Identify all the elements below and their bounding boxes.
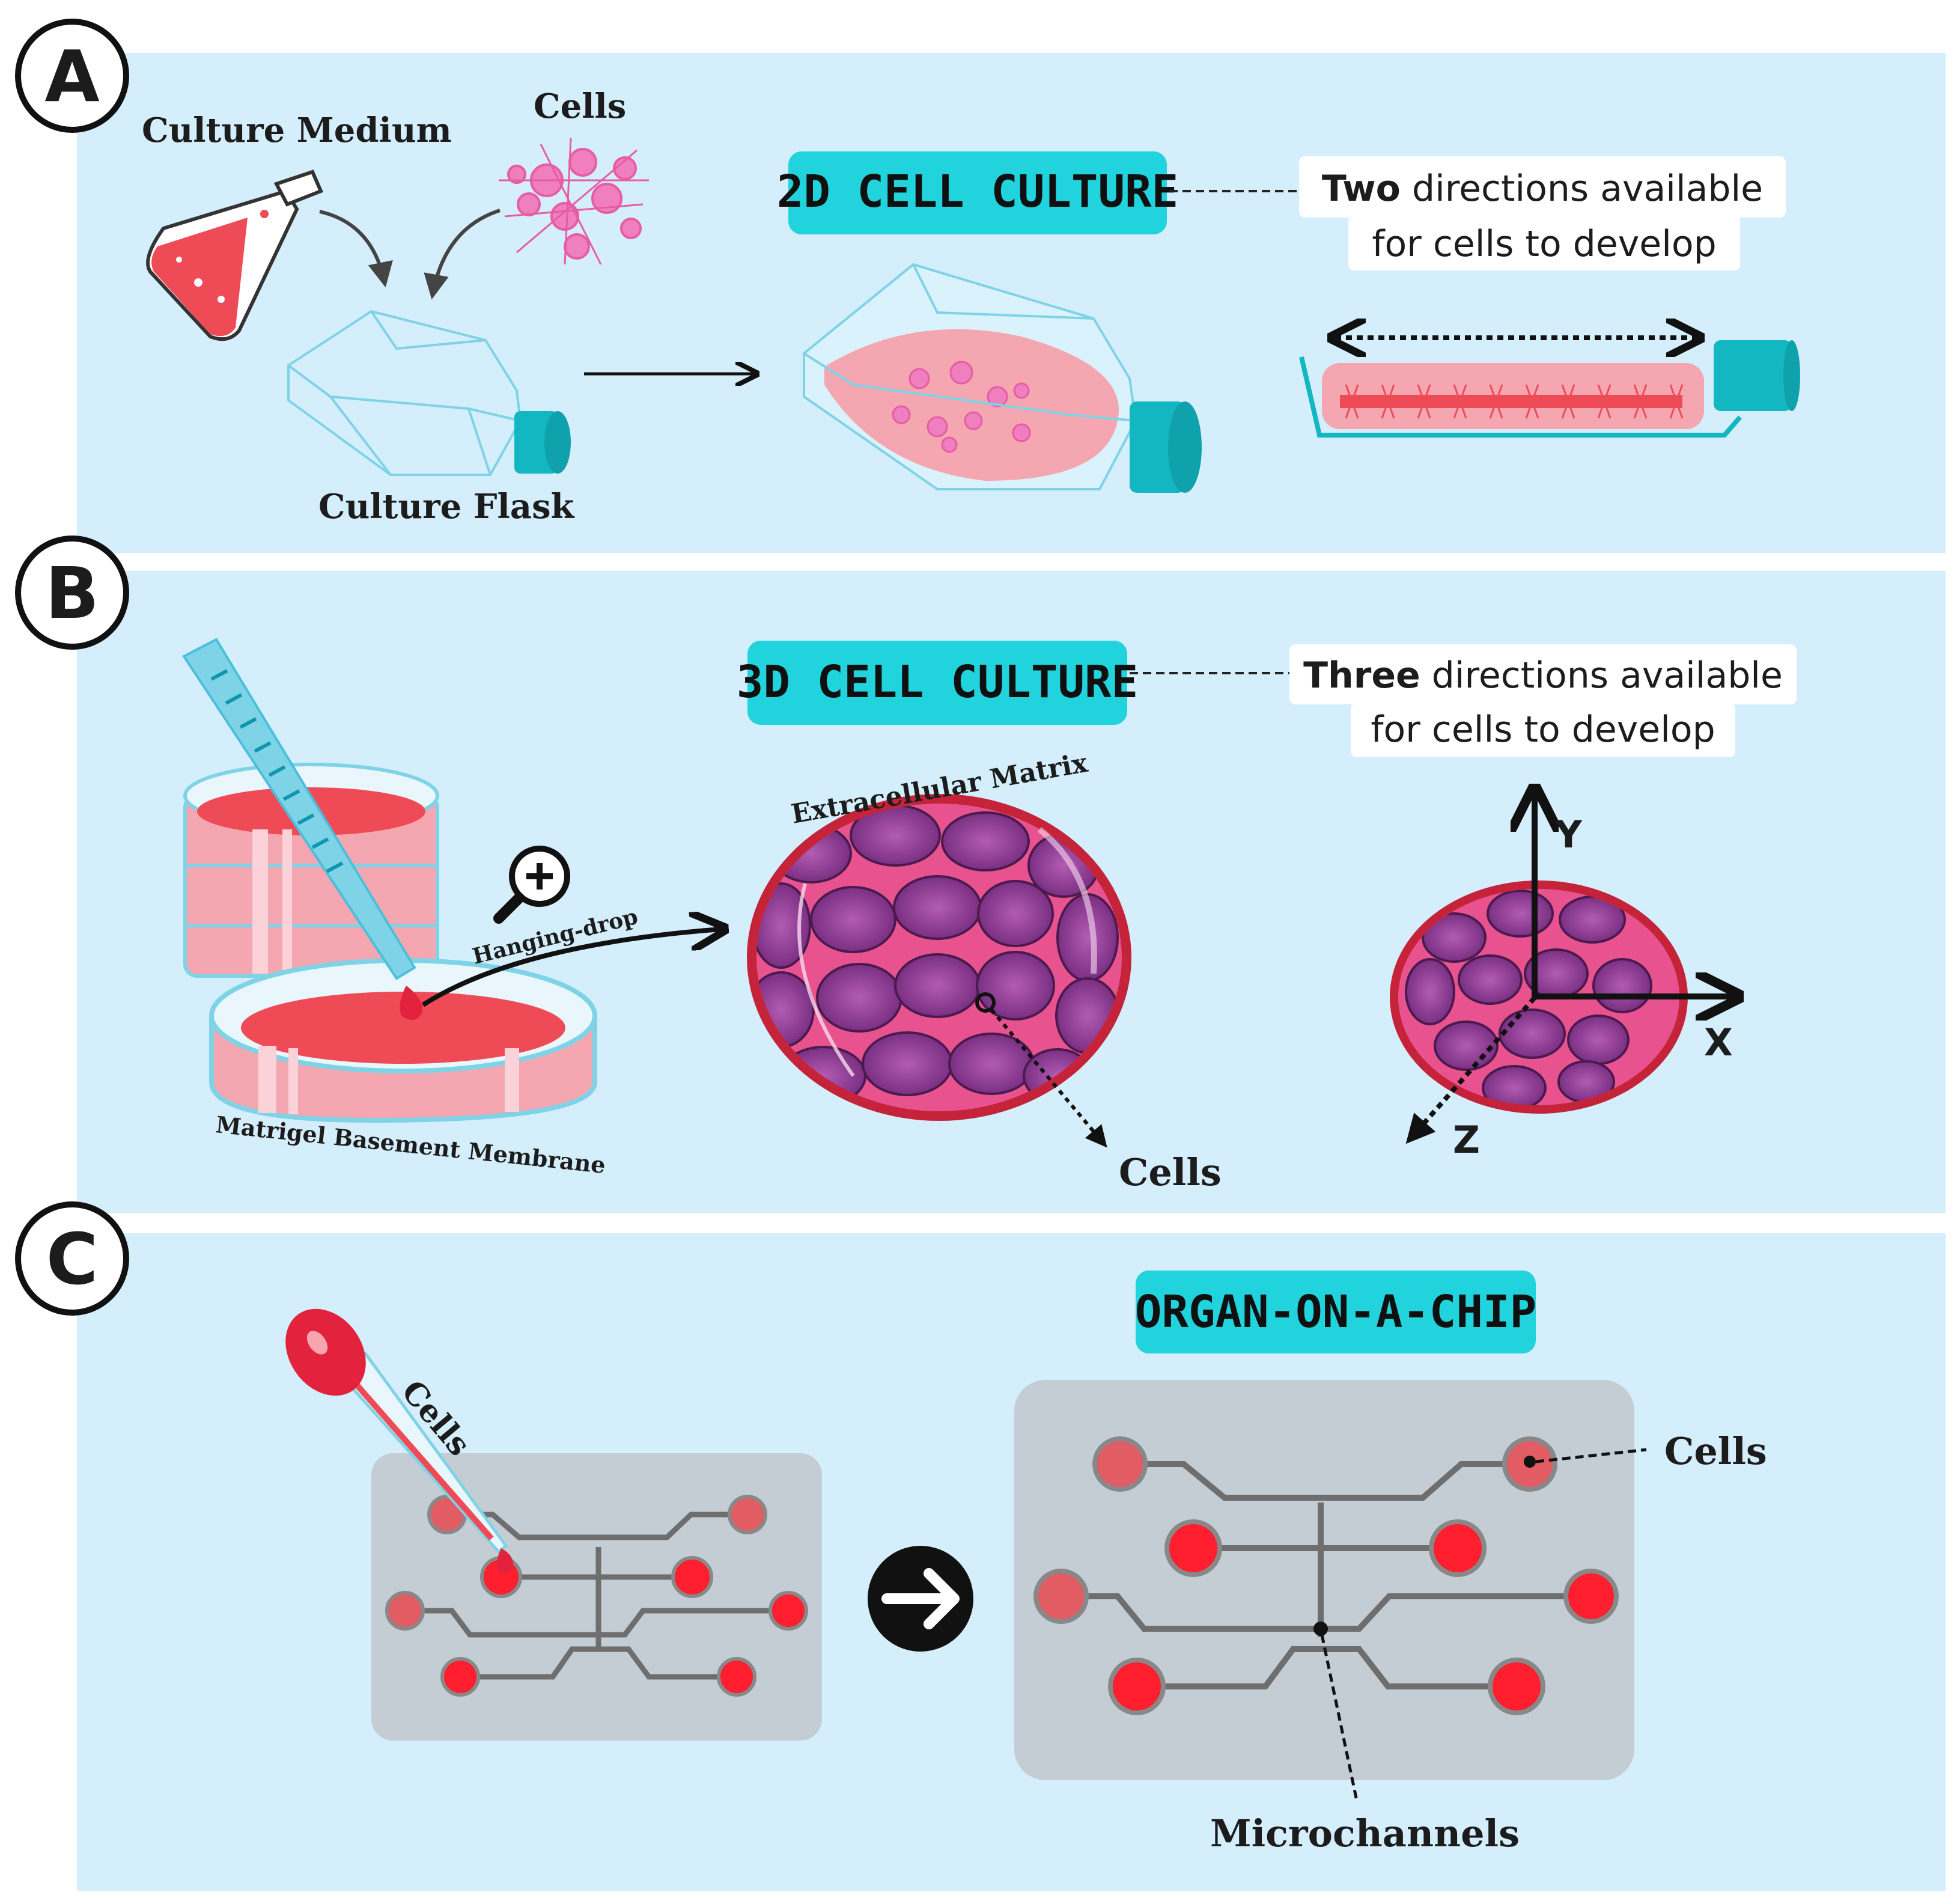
empty-culture-flask-icon bbox=[287, 310, 522, 476]
axis-x-label: X bbox=[1704, 1021, 1733, 1064]
culture-flask-label: Culture Flask bbox=[318, 487, 575, 526]
microchannels-label: Microchannels bbox=[1210, 1811, 1520, 1855]
cells-pointer-b bbox=[990, 1008, 1107, 1148]
panel-c-letter-badge: C bbox=[15, 1201, 129, 1316]
callout-two-bold: Two bbox=[1322, 168, 1401, 210]
cells-label-b: Cells bbox=[1119, 1150, 1222, 1194]
chip-small-icon bbox=[371, 1453, 822, 1741]
hanging-drop-label: Hanging-drop bbox=[470, 904, 641, 969]
pipette-icon bbox=[182, 638, 422, 1021]
microchannels-pointer bbox=[1320, 1634, 1359, 1801]
cells-pointer-c bbox=[1535, 1448, 1647, 1463]
callout-three-directions: Three directions available for cells to … bbox=[1289, 644, 1797, 757]
panel-a-letter: A bbox=[44, 35, 99, 118]
banner-organ-on-a-chip: ORGAN-ON-A-CHIP bbox=[1135, 1271, 1536, 1353]
callout-two-line2: for cells to develop bbox=[1372, 223, 1716, 265]
cells-label-a: Cells bbox=[534, 87, 626, 126]
banner-2d-cell-culture: 2D CELL CULTURE bbox=[777, 151, 1178, 234]
chip-large-icon bbox=[1014, 1380, 1634, 1780]
svg-text:Three directions available: Three directions available bbox=[1303, 654, 1783, 697]
cells-cluster-icon bbox=[499, 138, 649, 265]
hanging-drop-arrow bbox=[421, 929, 721, 1007]
medium-to-flask-arrow bbox=[319, 210, 393, 288]
banner-organ-text: ORGAN-ON-A-CHIP bbox=[1135, 1286, 1536, 1338]
flask-side-view-icon bbox=[1299, 340, 1800, 438]
axis-z-label: Z bbox=[1453, 1118, 1480, 1162]
callout-three-rest: directions available bbox=[1420, 654, 1783, 697]
banner-2d-text: 2D CELL CULTURE bbox=[777, 166, 1178, 218]
filled-culture-flask-icon bbox=[803, 263, 1202, 493]
banner-3d-cell-culture: 3D CELL CULTURE bbox=[737, 641, 1138, 725]
cells-label-c: Cells bbox=[1664, 1429, 1767, 1473]
callout-two-directions: Two directions available for cells to de… bbox=[1299, 156, 1786, 270]
spheroid-large-icon bbox=[747, 794, 1131, 1121]
axis-y-label: Y bbox=[1554, 813, 1583, 856]
banner-3d-text: 3D CELL CULTURE bbox=[737, 656, 1138, 708]
teal-cap-icon bbox=[514, 411, 571, 474]
panel-a-letter-badge: A bbox=[15, 19, 129, 133]
panel-b-letter: B bbox=[45, 552, 99, 635]
zoom-in-magnifier-icon bbox=[493, 846, 570, 924]
callout-two-rest: directions available bbox=[1401, 168, 1763, 210]
erlenmeyer-flask-icon bbox=[146, 169, 323, 341]
next-arrow-icon bbox=[868, 1546, 973, 1652]
dropper-icon bbox=[285, 1308, 514, 1574]
callout-three-bold: Three bbox=[1303, 654, 1420, 697]
panel-c-letter: C bbox=[46, 1218, 99, 1301]
cells-to-flask-arrow bbox=[424, 209, 501, 300]
svg-text:Two directions available: Two directions available bbox=[1322, 168, 1763, 210]
callout-three-line2: for cells to develop bbox=[1371, 709, 1715, 751]
panel-b-letter-badge: B bbox=[15, 536, 129, 650]
culture-medium-label: Culture Medium bbox=[142, 111, 452, 150]
